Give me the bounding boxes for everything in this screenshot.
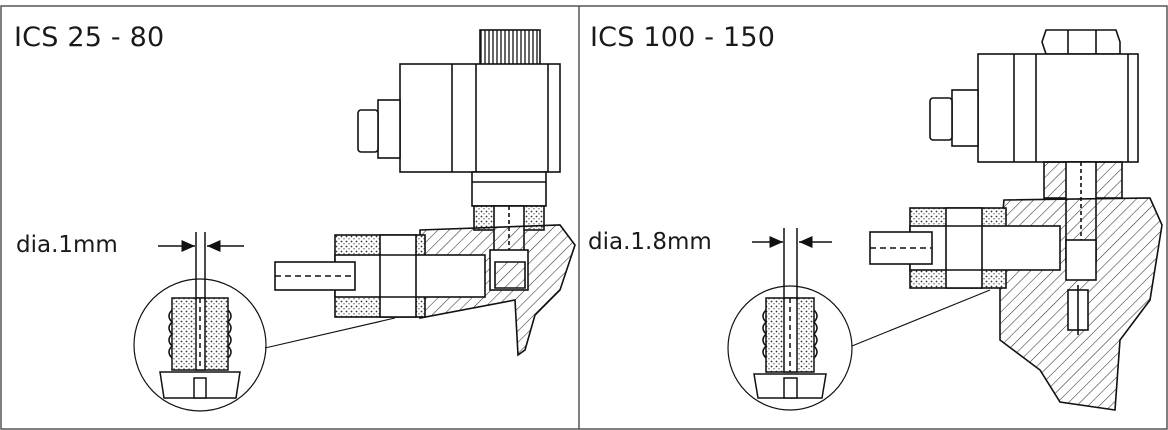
connector-left bbox=[357, 109, 379, 153]
panel-title-right: ICS 100 - 150 bbox=[590, 22, 776, 53]
nozzle-detail-right bbox=[727, 228, 853, 411]
valve-drawing-left bbox=[264, 29, 576, 357]
valve-drawing-right bbox=[851, 29, 1163, 411]
dimension-label-right: dia.1.8mm bbox=[588, 229, 712, 255]
figure-border bbox=[0, 5, 1168, 430]
hex-nut-right bbox=[1041, 29, 1121, 55]
panel-title-left: ICS 25 - 80 bbox=[14, 22, 165, 53]
coil-knob-left bbox=[479, 29, 541, 67]
nozzle-detail-left bbox=[133, 232, 267, 412]
connector-right bbox=[929, 97, 953, 141]
dimension-label-left: dia.1mm bbox=[16, 232, 118, 258]
